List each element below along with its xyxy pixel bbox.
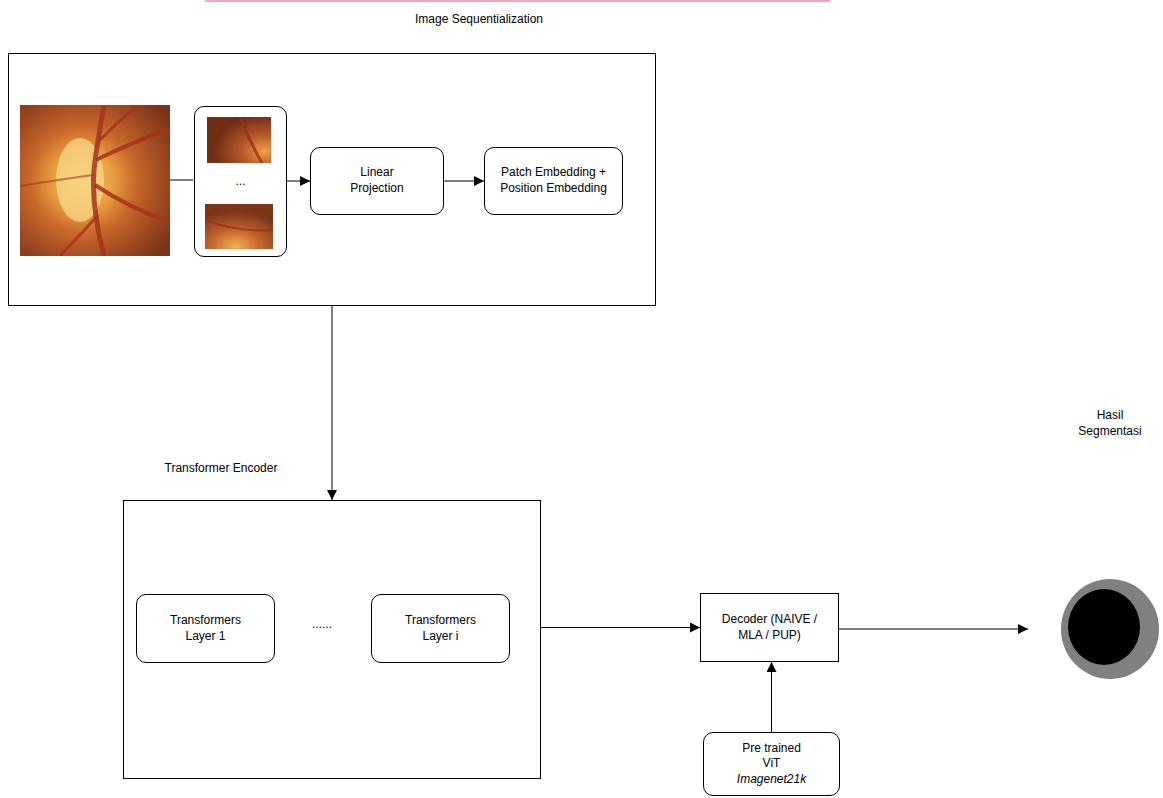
- pretrained-box: Pre trained ViTImagenet21k: [703, 732, 840, 796]
- vessel: [20, 175, 94, 186]
- process-box: Patch Embedding + Position Embedding: [484, 147, 623, 215]
- heading-text: Image Sequentialization: [379, 12, 579, 28]
- segmentation-figure: [1028, 578, 1160, 680]
- node-body: Transformers Layer i: [400, 613, 482, 644]
- heading-holder: Image Sequentialization: [379, 12, 579, 28]
- flow-arrow: [332, 306, 333, 500]
- heading-text: Hasil Segmentasi: [1070, 408, 1150, 439]
- vessel: [93, 105, 104, 256]
- vessel: [240, 117, 262, 163]
- label-holder: ......: [300, 617, 344, 631]
- vessel: [95, 185, 170, 222]
- fundus-image: [20, 105, 170, 256]
- fundus-ground: [20, 105, 170, 256]
- vessel: [205, 220, 273, 231]
- heading-holder: Hasil Segmentasi: [1070, 408, 1150, 439]
- flow-arrow: [287, 181, 310, 182]
- node-text: Decoder (NAIVE / MLA / PUP): [710, 612, 830, 643]
- cup-region: [1068, 589, 1140, 665]
- flow-arrow: [541, 627, 700, 628]
- layer-box: Transformers Layer 1: [136, 594, 275, 663]
- node-text: Transformers Layer i: [400, 613, 482, 644]
- decoder-box: Decoder (NAIVE / MLA / PUP): [700, 593, 839, 662]
- node-body: ...: [235, 174, 245, 190]
- node-body: Patch Embedding + Position Embedding: [496, 165, 612, 196]
- patch-ground: [205, 204, 273, 249]
- link-line: [170, 180, 193, 181]
- node-body: Decoder (NAIVE / MLA / PUP): [710, 612, 830, 643]
- vessel: [100, 105, 140, 140]
- patch-ground: [207, 117, 271, 163]
- group-box: Transformers Layer 1 Transformers Layer i…: [123, 500, 541, 779]
- node-text: Linear Projection: [341, 165, 413, 196]
- flow-arrow: [444, 181, 484, 182]
- disc-region: [1061, 579, 1159, 679]
- node-text: Transformers Layer 1: [165, 613, 247, 644]
- layer-box: Transformers Layer i: [371, 594, 510, 663]
- node-body: Transformers Layer 1: [165, 613, 247, 644]
- patch-image: [205, 204, 273, 249]
- vessel: [60, 215, 98, 256]
- result-figure: Hasil Segmentasi: [1028, 578, 1160, 680]
- top-rule: [205, 0, 830, 2]
- node-text: Imagenet21k: [735, 772, 809, 788]
- node-text: Pre trained ViT: [735, 741, 809, 772]
- patch-image: [207, 117, 271, 163]
- process-box: Linear Projection: [310, 147, 444, 215]
- heading-text: Transformer Encoder: [141, 461, 301, 477]
- heading-holder: Transformer Encoder: [141, 461, 301, 477]
- flow-arrow: [839, 629, 1028, 630]
- node-text: ...: [235, 174, 245, 190]
- node-text: Patch Embedding + Position Embedding: [496, 165, 612, 196]
- ellipsis-label: ......: [300, 617, 344, 631]
- node-body: Linear Projection: [341, 165, 413, 196]
- flow-arrow: [771, 662, 772, 732]
- patch-group: ...: [194, 106, 287, 257]
- group-box: ... Linear Projection Patch Embedding + Po…: [8, 53, 656, 306]
- node-body: Pre trained ViTImagenet21k: [735, 741, 809, 788]
